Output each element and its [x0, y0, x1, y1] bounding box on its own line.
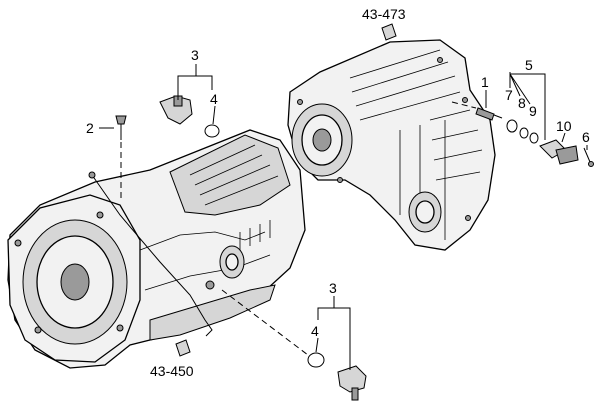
part-9-o-ring	[529, 132, 539, 144]
reference-label-transfer-case: 43-473	[362, 6, 406, 22]
transfer-case-assembly	[287, 39, 496, 251]
part-7-o-ring	[506, 119, 518, 133]
part-10-plug	[539, 139, 579, 165]
part-3-bottom-sensor	[337, 365, 367, 401]
part-6-bolt	[583, 147, 594, 167]
callout-4-top: 4	[210, 91, 218, 107]
reference-label-transmission: 43-450	[150, 363, 194, 379]
callout-5: 5	[525, 57, 533, 73]
callout-3-top: 3	[191, 47, 199, 63]
callout-9: 9	[529, 103, 537, 119]
part-3-top-sensor	[159, 95, 193, 125]
part-2-bolt	[115, 115, 127, 140]
transmission-assembly	[7, 129, 306, 369]
part-4-bottom-o-ring	[307, 352, 325, 368]
part-4-top-o-ring	[204, 124, 220, 138]
part-1-shaft	[475, 107, 503, 121]
callout-7: 7	[505, 87, 513, 103]
callout-6: 6	[582, 129, 590, 145]
callout-3-bottom: 3	[329, 280, 337, 296]
callout-4-bottom: 4	[311, 323, 319, 339]
callout-10: 10	[556, 118, 572, 134]
part-8-o-ring	[519, 127, 529, 139]
ref-marker-43-450	[175, 339, 191, 357]
callout-8: 8	[518, 95, 526, 111]
callout-2: 2	[86, 120, 94, 136]
callout-1: 1	[481, 74, 489, 90]
leader-lines	[99, 64, 588, 370]
ref-marker-43-473	[381, 23, 397, 41]
